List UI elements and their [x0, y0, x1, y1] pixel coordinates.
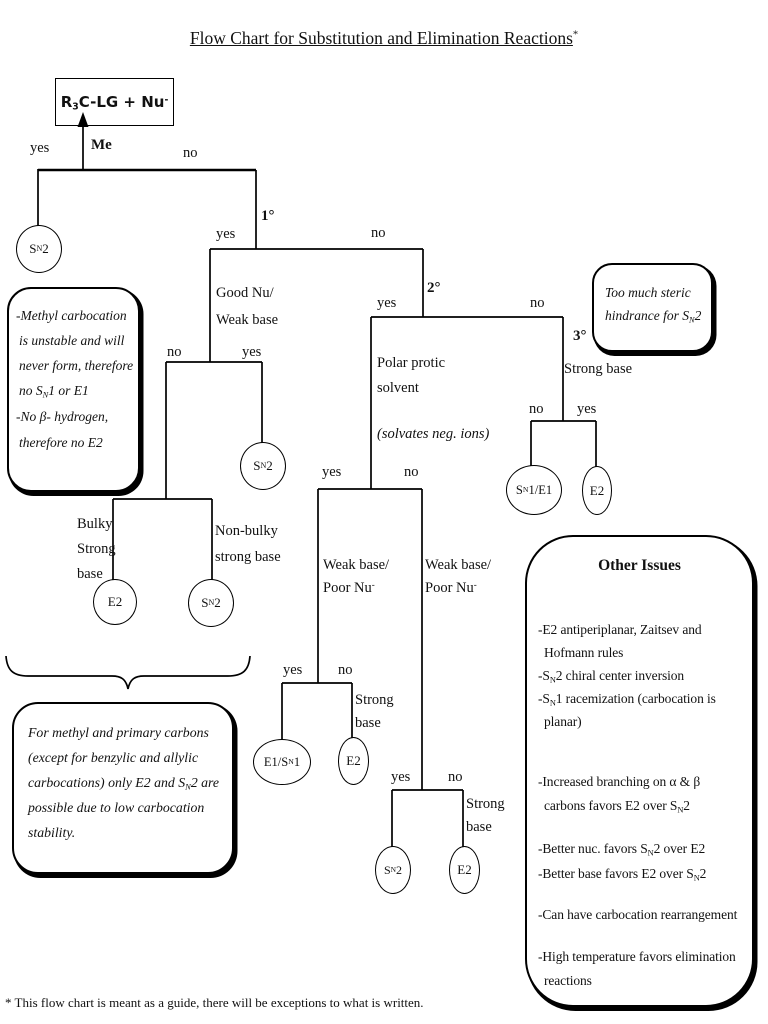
branch-label-no-goodnu: no	[167, 344, 182, 360]
decision-nonbulky-line1: Non-bulky	[215, 523, 278, 539]
page-title-text: Flow Chart for Substitution and Eliminat…	[189, 28, 573, 48]
branch-label-yes-primary: yes	[216, 226, 236, 242]
note-steric-hindrance: Too much steric hindrance for SN2	[592, 263, 713, 352]
other-issues-item: -Better nuc. favors SN2 over E2	[538, 841, 706, 858]
branch-label-yes-weakbase-right: yes	[391, 769, 411, 785]
note-line: therefore no E2	[19, 435, 103, 450]
title-asterisk: *	[572, 29, 579, 41]
decision-bulky-line1: Bulky	[77, 516, 113, 532]
note-line: is unstable and will	[19, 333, 125, 348]
note-line: carbocations) only E2 and SN2 are	[28, 775, 220, 792]
decision-weakbase-left-line2: Poor Nu-	[323, 579, 375, 596]
branch-label-no-polar: no	[404, 464, 419, 480]
branch-label-no-secondary: no	[530, 295, 545, 311]
decision-strongbase-left-line1: Strong	[355, 692, 394, 708]
note-line: no SN1 or E1	[19, 383, 89, 400]
branch-label-no-tertiary: no	[529, 401, 544, 417]
branch-label-yes-polar: yes	[322, 464, 342, 480]
decision-strongbase-right-line2: base	[466, 819, 492, 835]
note-line: hindrance for SN2	[605, 308, 702, 325]
other-issues-item: Hofmann rules	[544, 645, 624, 660]
other-issues-item: -Increased branching on α & β	[538, 774, 701, 789]
curly-brace	[5, 655, 251, 690]
note-line: -No β- hydrogen,	[16, 409, 109, 424]
branch-label-no-me: no	[183, 145, 198, 161]
branch-label-yes-goodnu: yes	[242, 344, 262, 360]
decision-nonbulky-line2: strong base	[215, 549, 281, 565]
other-issues-item: -Can have carbocation rearrangement	[538, 907, 738, 922]
other-issues-item: -Better base favors E2 over SN2	[538, 866, 707, 883]
decision-weakbase-right-line2: Poor Nu-	[425, 579, 477, 596]
page-title: Flow Chart for Substitution and Eliminat…	[0, 28, 768, 49]
note-other-issues: Other Issues -E2 antiperiplanar, Zaitsev…	[525, 535, 754, 1007]
branch-label-yes-weakbase-left: yes	[283, 662, 303, 678]
branch-label-no-primary: no	[371, 225, 386, 241]
decision-strong-base-tertiary: Strong base	[564, 361, 633, 377]
decision-me: Me	[91, 137, 112, 153]
note-methyl-carbocation: -Methyl carbocation is unstable and will…	[7, 287, 140, 492]
other-issues-item: -E2 antiperiplanar, Zaitsev and	[538, 622, 702, 637]
result-node-e2-tertiary: E2	[582, 466, 612, 515]
result-node-e2-bulky: E2	[93, 579, 137, 625]
note-line: stability.	[28, 825, 76, 840]
decision-polar-line1: Polar protic	[377, 355, 446, 371]
note-line: -Methyl carbocation	[16, 308, 127, 323]
branch-label-yes-tertiary: yes	[577, 401, 597, 417]
note-line: For methyl and primary carbons	[28, 725, 209, 740]
note-line: possible due to low carbocation	[28, 800, 205, 815]
note-primary-carbons: For methyl and primary carbons (except f…	[12, 702, 234, 874]
start-formula: R3C-LG + Nu-	[60, 93, 169, 113]
note-line: Too much steric	[605, 285, 691, 300]
decision-weakbase-left-line1: Weak base/	[323, 557, 390, 573]
branch-label-yes-secondary: yes	[377, 295, 397, 311]
other-issues-item: -SN2 chiral center inversion	[538, 668, 685, 685]
decision-primary: 1°	[261, 208, 275, 224]
decision-polar-line2: solvent	[377, 380, 419, 396]
decision-strongbase-right-line1: Strong	[466, 796, 505, 812]
note-line: (except for benzylic and allylic	[28, 750, 199, 765]
decision-good-nu-line1: Good Nu/	[216, 285, 274, 301]
other-issues-title: Other Issues	[598, 557, 681, 574]
decision-strongbase-left-line2: base	[355, 715, 381, 731]
start-box: R3C-LG + Nu-	[55, 78, 174, 126]
other-issues-item: reactions	[544, 973, 592, 988]
up-arrow-head-icon	[77, 112, 89, 127]
branch-label-yes-me: yes	[30, 140, 50, 156]
decision-good-nu-line2: Weak base	[216, 312, 279, 328]
decision-tertiary: 3°	[573, 328, 587, 344]
note-line: never form, therefore	[19, 358, 134, 373]
branch-label-no-weakbase-left: no	[338, 662, 353, 678]
decision-bulky-line2: Strong	[77, 541, 116, 557]
footnote: * This flow chart is meant as a guide, t…	[5, 995, 424, 1010]
other-issues-item: carbons favors E2 over SN2	[544, 798, 690, 815]
other-issues-item: -High temperature favors elimination	[538, 949, 736, 964]
other-issues-item: -SN1 racemization (carbocation is	[538, 691, 716, 708]
branch-label-no-weakbase-right: no	[448, 769, 463, 785]
decision-bulky-line3: base	[77, 566, 103, 582]
decision-solvates: (solvates neg. ions)	[377, 426, 490, 442]
result-node-e2-polar: E2	[338, 737, 369, 785]
decision-weakbase-right-line1: Weak base/	[425, 557, 492, 573]
decision-secondary: 2°	[427, 280, 441, 296]
result-node-e2-aprotic: E2	[449, 846, 480, 894]
other-issues-item: planar)	[544, 714, 582, 729]
